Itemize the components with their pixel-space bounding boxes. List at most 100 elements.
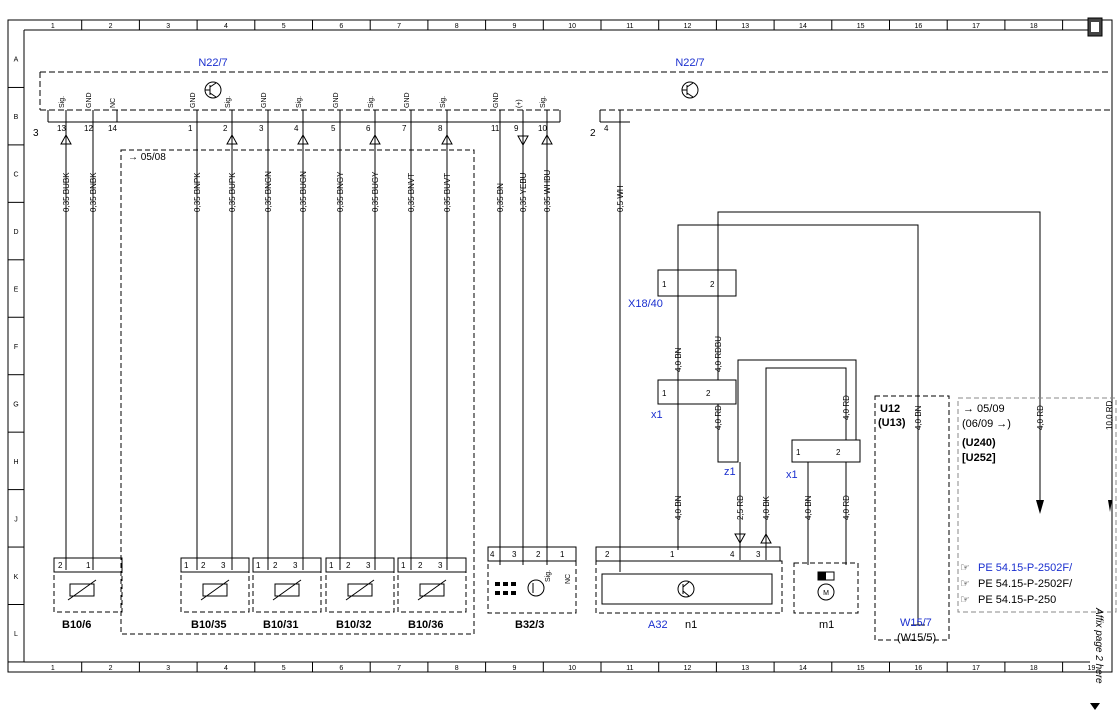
svg-text:→ 05/09: → 05/09 bbox=[963, 403, 1005, 415]
pin-number: 1 bbox=[188, 124, 193, 133]
wire-label: 0,35 BNPK bbox=[193, 172, 202, 212]
pin-number: 1 bbox=[401, 561, 406, 570]
sensor-label: B10/6 bbox=[62, 619, 91, 631]
pin-function-label: GND bbox=[404, 92, 411, 108]
connector-x18-40: X18/40 bbox=[628, 298, 663, 310]
grid-row-label: K bbox=[14, 574, 19, 581]
pin-number: 12 bbox=[84, 124, 93, 133]
pin-number: 3 bbox=[221, 561, 226, 570]
wire-label: 0,35 BNBK bbox=[89, 172, 98, 212]
pin-number: 14 bbox=[108, 124, 117, 133]
pin-number: 6 bbox=[366, 124, 371, 133]
pin-number: 3 bbox=[438, 561, 443, 570]
pin-function-label: GND bbox=[190, 92, 197, 108]
svg-text:1: 1 bbox=[662, 280, 667, 289]
grid-col-label: 11 bbox=[626, 23, 633, 30]
grid-col-label: 13 bbox=[741, 665, 749, 672]
wire-label: 0,35 BUBK bbox=[62, 172, 71, 212]
grid-col-label: 1 bbox=[51, 23, 55, 30]
connector-number-left: 3 bbox=[33, 128, 39, 139]
grid-col-label: 15 bbox=[857, 23, 865, 30]
splice-z1: z1 bbox=[724, 466, 736, 478]
svg-text:[U252]: [U252] bbox=[962, 452, 996, 464]
pin-number: 3 bbox=[366, 561, 371, 570]
svg-text:2: 2 bbox=[605, 550, 610, 559]
grid-col-label: 2 bbox=[109, 665, 113, 672]
pin-number: 3 bbox=[259, 124, 264, 133]
svg-text:U12: U12 bbox=[880, 403, 900, 415]
pin-function-label: Sig. bbox=[296, 96, 303, 108]
sensor-resistor-icon bbox=[67, 579, 97, 601]
variant-note-0508: → 05/08 bbox=[128, 152, 166, 163]
pin-number: 9 bbox=[514, 124, 519, 133]
pin-function-label: Sig. bbox=[540, 96, 547, 108]
wire-label: 0,35 BNGN bbox=[264, 171, 273, 212]
grid-col-label: 17 bbox=[972, 665, 980, 672]
pin-number: 8 bbox=[438, 124, 443, 133]
grid-col-label: 13 bbox=[741, 23, 749, 30]
pin-number: 5 bbox=[331, 124, 336, 133]
connector-number-right: 2 bbox=[590, 128, 596, 139]
grid-col-label: 5 bbox=[282, 23, 286, 30]
wire-label: 0,35 BUGN bbox=[299, 171, 308, 212]
grid-col-label: 16 bbox=[914, 665, 922, 672]
connector-x1-b: x1 bbox=[786, 469, 798, 481]
sensor-resistor-icon bbox=[200, 579, 230, 601]
grid-col-label: 19 bbox=[1088, 665, 1096, 672]
pin-function-label: Sig. bbox=[59, 96, 66, 108]
pin-function-label: Sig. bbox=[440, 96, 447, 108]
grid-col-label: 2 bbox=[109, 23, 113, 30]
grid-col-label: 11 bbox=[626, 665, 633, 672]
pin-number: 1 bbox=[256, 561, 261, 570]
pin-function-label: GND bbox=[493, 92, 500, 108]
grid-col-label: 5 bbox=[282, 665, 286, 672]
wire-label: 0,35 BN bbox=[496, 183, 505, 212]
grid-col-label: 6 bbox=[339, 23, 343, 30]
wire-label: 0,35 BNVT bbox=[407, 173, 416, 212]
grid-col-label: 16 bbox=[914, 23, 922, 30]
grid-col-label: 10 bbox=[568, 23, 576, 30]
transistor-icon bbox=[677, 580, 695, 598]
ref-link-1[interactable]: PE 54.15-P-2502F/ bbox=[978, 562, 1073, 574]
transistor-icon bbox=[204, 81, 222, 99]
grid-col-label: 14 bbox=[799, 665, 807, 672]
grid-row-label: L bbox=[14, 631, 18, 638]
grid-col-label: 4 bbox=[224, 665, 228, 672]
grid-row-label: F bbox=[14, 344, 18, 351]
grid-row-label: E bbox=[14, 287, 19, 294]
sensor-label: B10/32 bbox=[336, 619, 371, 631]
grid-col-label: 18 bbox=[1030, 23, 1038, 30]
svg-text:2: 2 bbox=[706, 389, 711, 398]
component-a32-sub: n1 bbox=[685, 619, 697, 631]
grid-col-label: 1 bbox=[51, 665, 55, 672]
grid-col-label: 3 bbox=[166, 665, 170, 672]
ref-link-3: PE 54.15-P-250 bbox=[978, 594, 1056, 606]
grid-col-label: 18 bbox=[1030, 665, 1038, 672]
affix-note: Affix page 2 here bbox=[1093, 607, 1104, 684]
pin-number: 2 bbox=[346, 561, 351, 570]
svg-text:3: 3 bbox=[756, 550, 761, 559]
grid-col-label: 12 bbox=[684, 23, 692, 30]
sensor-resistor-icon bbox=[345, 579, 375, 601]
wire-label: 0,35 WHBU bbox=[543, 170, 552, 212]
grid-row-label: A bbox=[14, 57, 19, 64]
sensor-resistor-icon bbox=[272, 579, 302, 601]
pin-function-label: NC bbox=[565, 574, 572, 584]
grid-col-label: 6 bbox=[339, 665, 343, 672]
grid-col-label: 7 bbox=[397, 665, 401, 672]
connector-x1-a: x1 bbox=[651, 409, 663, 421]
pin-function-label: GND bbox=[333, 92, 340, 108]
pin-function-label: NC bbox=[110, 98, 117, 108]
pin-number: 10 bbox=[538, 124, 547, 133]
wire-label: 0,35 BUGY bbox=[371, 171, 380, 212]
pin-number: 7 bbox=[402, 124, 407, 133]
pin-function-label: GND bbox=[261, 92, 268, 108]
pin-number: 3 bbox=[293, 561, 298, 570]
svg-text:(U240): (U240) bbox=[962, 437, 996, 449]
sensor-label: B10/31 bbox=[263, 619, 298, 631]
pin-function-label: GND bbox=[86, 92, 93, 108]
svg-text:1: 1 bbox=[796, 448, 801, 457]
grid-col-label: 12 bbox=[684, 665, 692, 672]
grid-row-label: H bbox=[13, 459, 18, 466]
